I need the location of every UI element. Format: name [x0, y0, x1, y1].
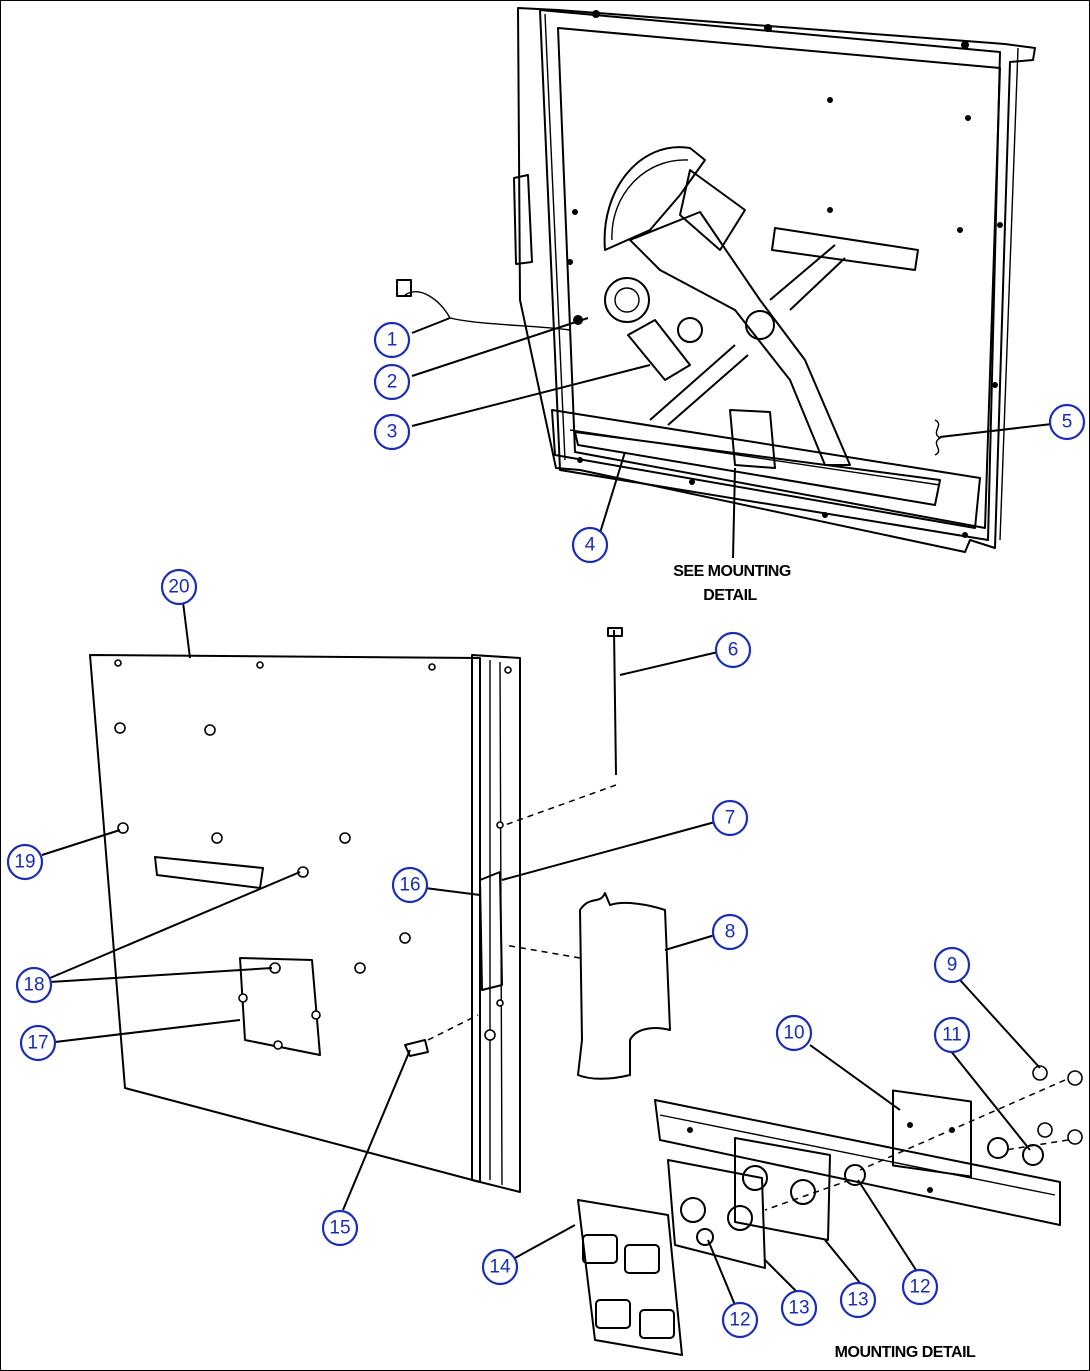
svg-text:10: 10: [783, 1023, 804, 1044]
callout-7: 7: [711, 799, 749, 837]
callout-6: 6: [714, 631, 752, 669]
leader-lines: [41, 317, 1053, 1306]
svg-text:12: 12: [729, 1310, 750, 1331]
svg-text:13: 13: [788, 1298, 809, 1319]
callout-3: 3: [373, 413, 411, 451]
svg-text:17: 17: [27, 1033, 48, 1054]
svg-text:6: 6: [728, 640, 739, 661]
svg-text:3: 3: [387, 422, 398, 443]
svg-text:14: 14: [489, 1257, 511, 1278]
mounting-detail-assembly: [577, 1065, 1083, 1356]
svg-text:2: 2: [387, 372, 398, 393]
see-mounting-note-line1: SEE MOUNTING: [673, 563, 791, 580]
callout-2: 2: [373, 363, 411, 401]
callout-5: 5: [1048, 403, 1086, 441]
svg-text:16: 16: [399, 875, 420, 896]
door-frame-assembly: [396, 7, 1036, 553]
callout-13-center: 13: [780, 1289, 818, 1327]
svg-text:19: 19: [14, 852, 35, 873]
callout-12-center: 12: [721, 1301, 759, 1339]
callout-11: 11: [933, 1016, 971, 1054]
callout-16: 16: [391, 866, 429, 904]
svg-text:12: 12: [909, 1277, 930, 1298]
callout-8: 8: [711, 913, 749, 951]
svg-text:8: 8: [725, 922, 736, 943]
callout-4: 4: [571, 526, 609, 564]
callout-15: 15: [321, 1209, 359, 1247]
svg-text:20: 20: [168, 577, 189, 598]
callout-14: 14: [481, 1248, 519, 1286]
svg-text:11: 11: [942, 1025, 962, 1046]
mounting-detail-label: MOUNTING DETAIL: [835, 1344, 976, 1361]
svg-text:18: 18: [23, 975, 44, 996]
callout-10: 10: [775, 1014, 813, 1052]
svg-text:7: 7: [725, 808, 736, 829]
door-panel-assembly: [89, 627, 671, 1193]
svg-text:1: 1: [387, 330, 398, 351]
callout-9: 9: [933, 946, 971, 984]
svg-text:5: 5: [1062, 412, 1073, 433]
callout-12-right: 12: [901, 1268, 939, 1306]
svg-text:4: 4: [585, 535, 596, 556]
svg-text:9: 9: [947, 955, 958, 976]
callout-17: 17: [19, 1024, 57, 1062]
see-mounting-note-line2: DETAIL: [703, 587, 757, 604]
callout-18: 18: [15, 966, 53, 1004]
svg-text:13: 13: [847, 1290, 868, 1311]
callout-19: 19: [6, 843, 44, 881]
svg-text:15: 15: [329, 1218, 350, 1239]
callout-20: 20: [160, 568, 198, 606]
callout-1: 1: [373, 321, 411, 359]
callout-13-right: 13: [839, 1281, 877, 1319]
